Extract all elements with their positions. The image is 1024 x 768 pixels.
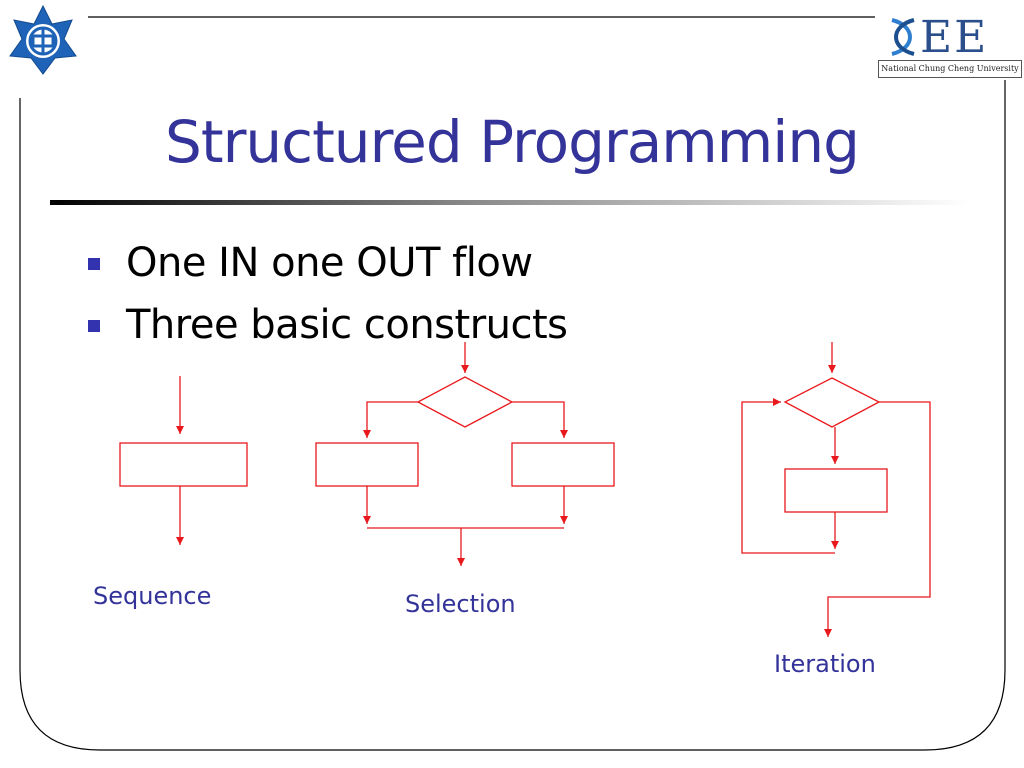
selection-left-box <box>315 442 419 487</box>
bullet-list: One IN one OUT flow Three basic construc… <box>88 232 568 356</box>
sequence-flowchart <box>119 376 248 545</box>
department-logo: EE National Chung Cheng University <box>876 12 1022 78</box>
slide-title: Structured Programming <box>165 108 860 176</box>
iteration-caption: Iteration <box>774 650 876 678</box>
sequence-process-box <box>119 442 248 487</box>
university-emblem-icon <box>6 4 80 76</box>
selection-right-box <box>511 442 615 487</box>
selection-flowchart <box>315 342 615 566</box>
frame-border <box>19 16 1006 751</box>
iteration-flowchart <box>741 342 931 637</box>
bullet-marker-icon <box>88 258 100 270</box>
sequence-caption: Sequence <box>93 582 212 610</box>
bullet-text: One IN one OUT flow <box>126 240 533 286</box>
bullet-marker-icon <box>88 320 100 332</box>
selection-caption: Selection <box>405 590 516 618</box>
iteration-loop-back <box>741 398 835 554</box>
logo-text: EE <box>920 12 989 63</box>
bullet-item: Three basic constructs <box>88 294 568 356</box>
iteration-decision-diamond <box>783 377 881 428</box>
bullet-item: One IN one OUT flow <box>88 232 568 294</box>
bullet-text: Three basic constructs <box>126 302 568 348</box>
logo-subtitle: National Chung Cheng University <box>878 60 1022 78</box>
iteration-body-box <box>784 468 888 513</box>
iteration-exit-arrow <box>824 401 931 637</box>
selection-right-branch <box>512 401 568 438</box>
title-underline <box>50 200 970 205</box>
selection-decision-diamond <box>416 376 514 428</box>
selection-left-branch <box>363 401 418 438</box>
